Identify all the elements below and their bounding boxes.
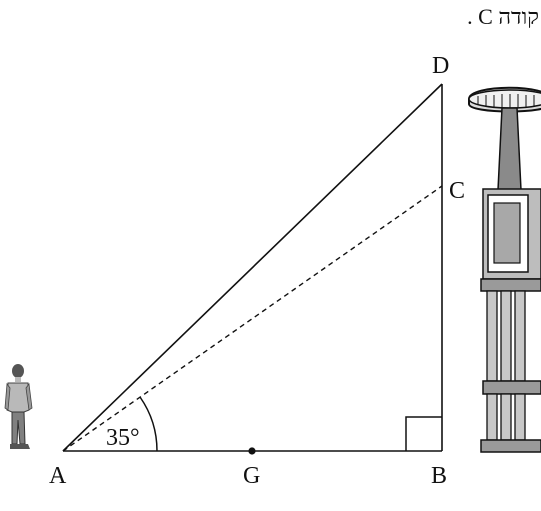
label-g: G xyxy=(243,463,260,489)
point-g-dot xyxy=(248,447,256,455)
segment-ad xyxy=(62,83,443,452)
angle-arc xyxy=(139,396,158,452)
label-b: B xyxy=(431,463,447,489)
tower-illustration xyxy=(468,86,541,453)
segment-ac-dashed xyxy=(62,185,443,452)
right-angle-marker xyxy=(405,416,442,451)
angle-label: 35° xyxy=(106,425,140,451)
partial-question-text: קודה C . xyxy=(467,4,539,29)
label-c: C xyxy=(449,178,465,204)
label-d: D xyxy=(432,53,449,79)
label-a: A xyxy=(49,463,67,489)
person-figure xyxy=(4,364,33,449)
